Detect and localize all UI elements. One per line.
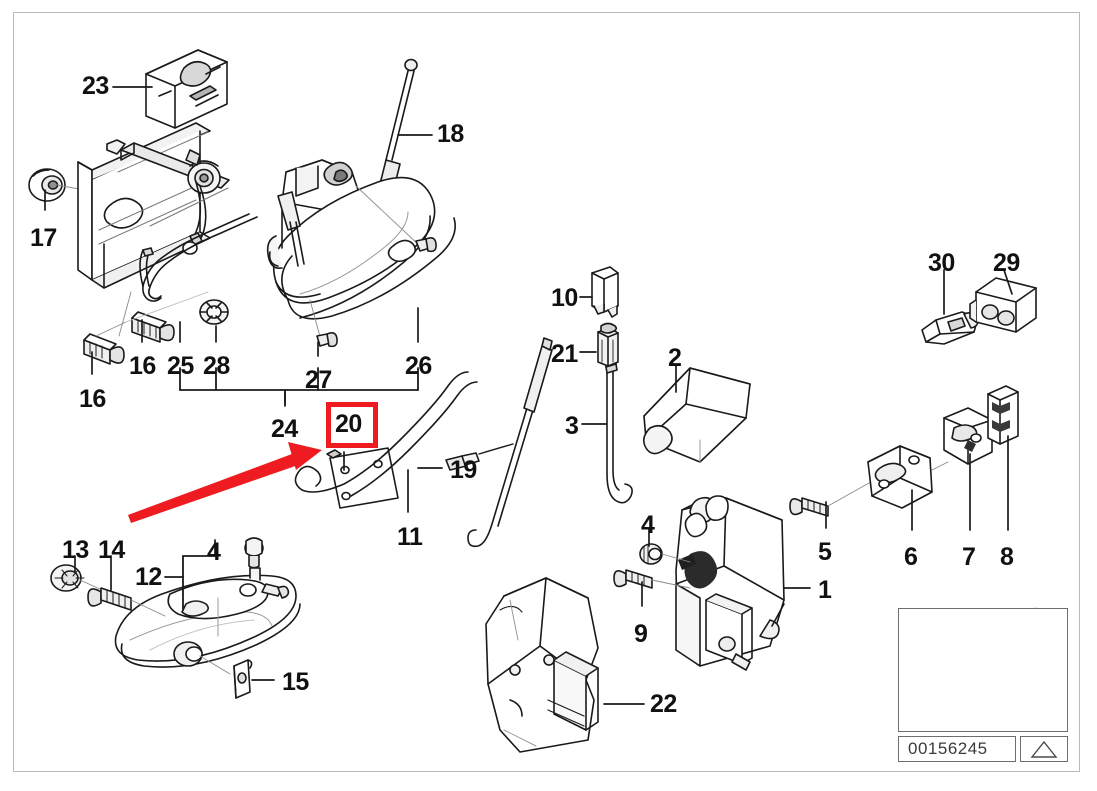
callout-label-30: 30 <box>928 249 955 277</box>
callout-label-27: 27 <box>305 366 332 394</box>
callout-label-7: 7 <box>962 543 976 571</box>
callout-label-3: 3 <box>565 412 579 440</box>
callout-label-16: 16 <box>129 352 156 380</box>
callout-label-4: 4 <box>207 538 221 566</box>
callout-label-17: 17 <box>30 224 57 252</box>
callout-label-14: 14 <box>98 536 125 564</box>
callout-label-16: 16 <box>79 385 106 413</box>
callout-label-18: 18 <box>437 120 464 148</box>
callout-label-15: 15 <box>282 668 309 696</box>
callout-label-23: 23 <box>82 72 109 100</box>
callout-label-2: 2 <box>668 344 682 372</box>
callout-label-10: 10 <box>551 284 578 312</box>
callout-label-5: 5 <box>818 538 832 566</box>
callout-label-25: 25 <box>167 352 194 380</box>
drawing-number-box: 00156245 <box>898 736 1016 762</box>
callout-label-22: 22 <box>650 690 677 718</box>
callout-label-8: 8 <box>1000 543 1014 571</box>
warning-triangle-box <box>1020 736 1068 762</box>
drawing-number-text: 00156245 <box>908 739 988 758</box>
callout-label-29: 29 <box>993 249 1020 277</box>
callout-label-1: 1 <box>818 576 832 604</box>
callout-label-28: 28 <box>203 352 230 380</box>
callout-label-4: 4 <box>641 511 655 539</box>
callout-label-11: 11 <box>397 523 423 551</box>
callout-label-9: 9 <box>634 620 648 648</box>
callout-label-13: 13 <box>62 536 89 564</box>
callout-label-26: 26 <box>405 352 432 380</box>
callout-label-19: 19 <box>450 456 477 484</box>
callout-label-20: 20 <box>335 410 362 438</box>
highlight-box-part-20 <box>326 402 378 448</box>
callout-label-6: 6 <box>904 543 918 571</box>
callout-label-21: 21 <box>551 340 578 368</box>
vehicle-inset-box <box>898 608 1068 732</box>
callout-label-24: 24 <box>271 415 298 443</box>
triangle-icon <box>1030 740 1058 758</box>
callout-label-12: 12 <box>135 563 162 591</box>
